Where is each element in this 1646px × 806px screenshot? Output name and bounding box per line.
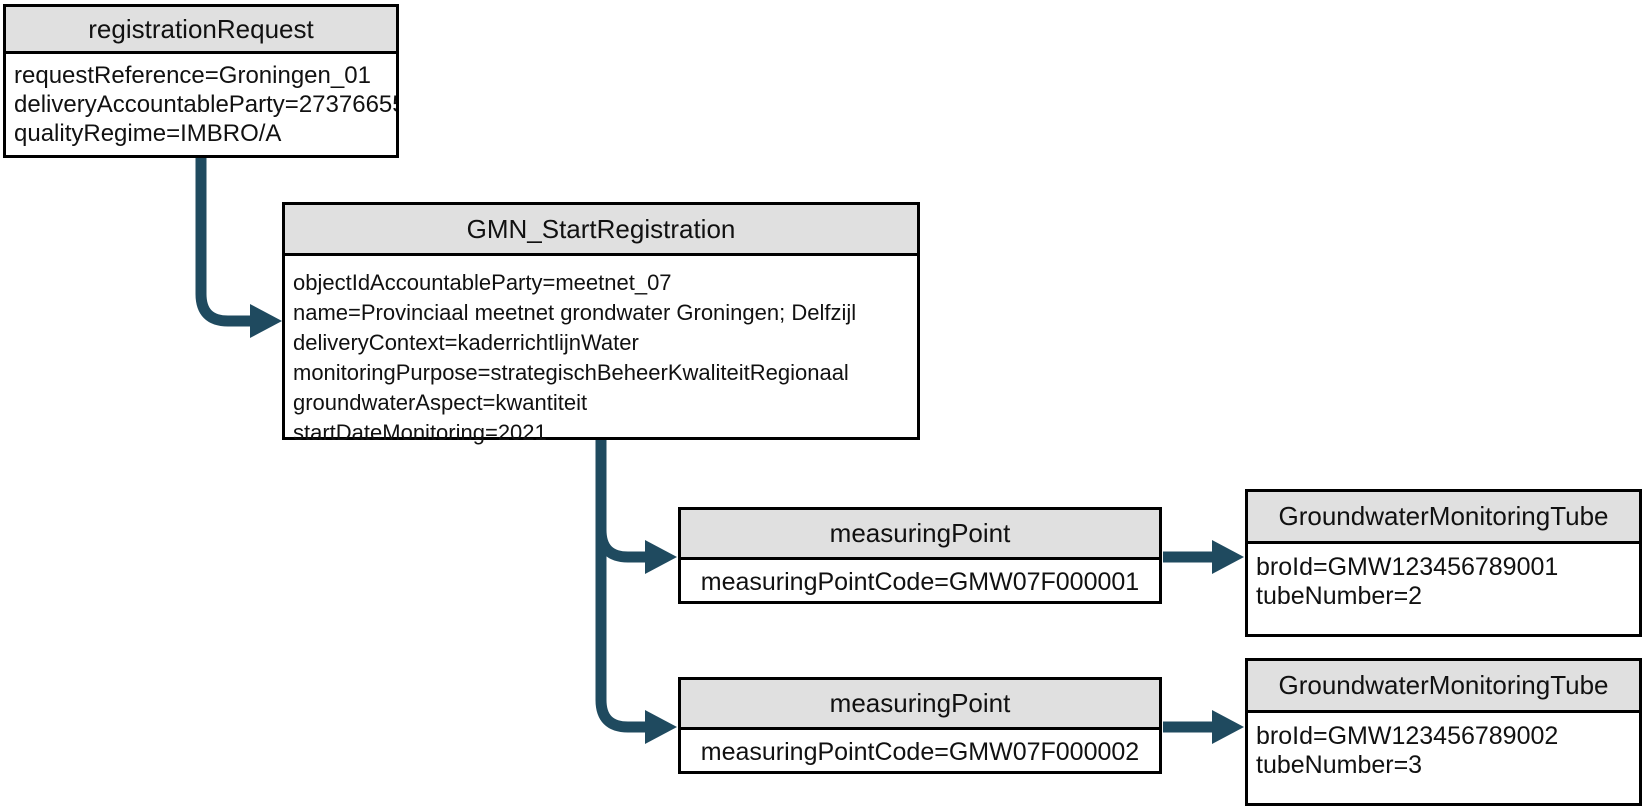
arrow-measuringpoint-1-to-tube-1	[1163, 540, 1244, 574]
node-gmn-start-registration: GMN_StartRegistration objectIdAccountabl…	[282, 202, 920, 445]
node-registration-request-body: requestReference=Groningen_01 deliveryAc…	[6, 54, 396, 148]
node-measuring-point-1: measuringPoint measuringPointCode=GMW07F…	[678, 507, 1162, 604]
node-measuring-point-1-body: measuringPointCode=GMW07F000001	[681, 560, 1159, 604]
field: qualityRegime=IMBRO/A	[14, 120, 282, 147]
arrow-gmn-to-measuringpoint-1	[595, 435, 677, 574]
arrow-registration-to-gmn	[195, 150, 282, 338]
node-measuring-point-1-title: measuringPoint	[681, 510, 1159, 560]
field: deliveryContext=kaderrichtlijnWater	[293, 330, 639, 355]
field: broId=GMW123456789002	[1256, 722, 1559, 750]
arrow-measuringpoint-2-to-tube-2	[1163, 710, 1244, 744]
node-gmn-start-registration-body: objectIdAccountableParty=meetnet_07 name…	[285, 256, 917, 448]
arrow-gmn-to-measuringpoint-2	[595, 435, 677, 744]
field: deliveryAccountableParty=27376655	[14, 91, 396, 118]
node-measuring-point-2-body: measuringPointCode=GMW07F000002	[681, 730, 1159, 774]
field: tubeNumber=2	[1256, 582, 1423, 610]
field: measuringPointCode=GMW07F000002	[700, 737, 1140, 766]
node-groundwater-monitoring-tube-2: GroundwaterMonitoringTube broId=GMW12345…	[1245, 658, 1642, 806]
node-registration-request: registrationRequest requestReference=Gro…	[3, 4, 399, 158]
field: name=Provinciaal meetnet grondwater Gron…	[293, 300, 857, 325]
node-groundwater-monitoring-tube-1: GroundwaterMonitoringTube broId=GMW12345…	[1245, 489, 1642, 637]
field: broId=GMW123456789001	[1256, 553, 1559, 581]
node-groundwater-monitoring-tube-1-title: GroundwaterMonitoringTube	[1248, 492, 1639, 544]
node-gmn-start-registration-title: GMN_StartRegistration	[285, 205, 917, 256]
node-groundwater-monitoring-tube-2-title: GroundwaterMonitoringTube	[1248, 661, 1639, 713]
field: monitoringPurpose=strategischBeheerKwali…	[293, 360, 849, 385]
node-registration-request-title: registrationRequest	[6, 7, 396, 54]
field: measuringPointCode=GMW07F000001	[700, 567, 1140, 596]
node-measuring-point-2: measuringPoint measuringPointCode=GMW07F…	[678, 677, 1162, 774]
field: startDateMonitoring=2021	[293, 420, 547, 445]
field: groundwaterAspect=kwantiteit	[293, 390, 588, 415]
field: requestReference=Groningen_01	[14, 62, 371, 89]
field: objectIdAccountableParty=meetnet_07	[293, 270, 672, 295]
node-measuring-point-2-title: measuringPoint	[681, 680, 1159, 730]
field: tubeNumber=3	[1256, 751, 1423, 779]
node-groundwater-monitoring-tube-1-body: broId=GMW123456789001 tubeNumber=2	[1248, 544, 1639, 611]
node-groundwater-monitoring-tube-2-body: broId=GMW123456789002 tubeNumber=3	[1248, 713, 1639, 780]
